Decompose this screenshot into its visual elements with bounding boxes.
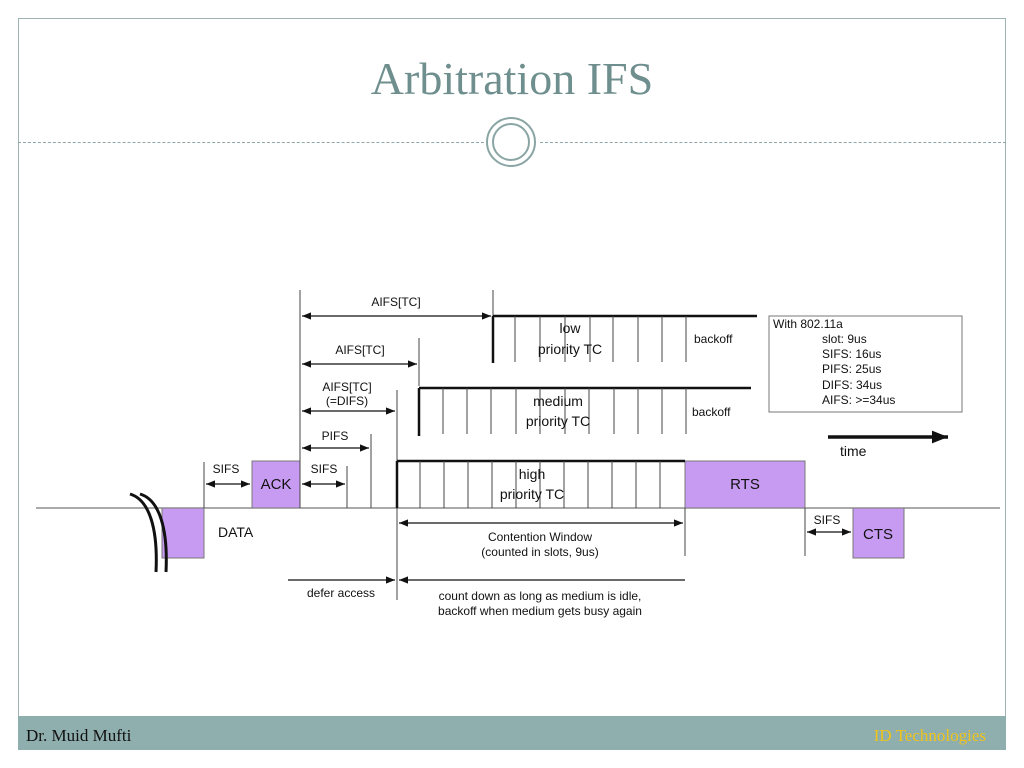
low-priority-contention: low priority TC backoff: [491, 314, 757, 363]
rts-frame-label: RTS: [730, 476, 760, 493]
ack-frame: [251, 460, 301, 509]
title-separator-right: [540, 142, 1006, 143]
sifs-label-ack: SIFS: [311, 462, 338, 476]
sifs-label-rts-cts: SIFS: [814, 513, 841, 527]
data-frame-label: DATA: [218, 524, 254, 540]
countdown-sub-label: backoff when medium gets busy again: [438, 604, 642, 618]
svg-text:AIFS: >=34us: AIFS: >=34us: [822, 393, 895, 407]
svg-text:DIFS: 34us: DIFS: 34us: [822, 378, 882, 392]
svg-text:low: low: [559, 320, 581, 336]
footer-company: ID Technologies: [873, 726, 986, 745]
aifs-low-label: AIFS[TC]: [371, 295, 420, 309]
cts-frame: [852, 507, 905, 559]
slide-footer: Dr. Muid Mufti ID Technologies: [18, 716, 1006, 750]
aifs-high-difs-label: (=DIFS): [326, 394, 368, 408]
svg-text:backoff: backoff: [692, 405, 731, 419]
interval-arrows: [206, 312, 851, 584]
data-frame: [161, 507, 205, 559]
svg-text:backoff: backoff: [694, 332, 733, 346]
parameters-box: With 802.11a slot: 9us SIFS: 16us PIFS: …: [768, 315, 963, 413]
sifs-label-data-ack: SIFS: [213, 462, 240, 476]
svg-text:priority TC: priority TC: [538, 341, 602, 357]
aifs-high-label: AIFS[TC]: [322, 380, 371, 394]
title-separator-left: [18, 142, 484, 143]
svg-text:medium: medium: [533, 393, 583, 409]
cts-frame-label: CTS: [863, 526, 893, 543]
high-priority-contention: high priority TC: [395, 459, 685, 508]
aifs-medium-label: AIFS[TC]: [335, 343, 384, 357]
pifs-label: PIFS: [322, 429, 349, 443]
svg-text:priority TC: priority TC: [526, 413, 590, 429]
time-label: time: [840, 443, 867, 459]
slide-title: Arbitration IFS: [370, 53, 654, 104]
rts-frame: [684, 460, 806, 509]
title-ring-ornament: [486, 117, 536, 167]
svg-text:slot: 9us: slot: 9us: [822, 332, 867, 346]
footer-author: Dr. Muid Mufti: [26, 726, 132, 745]
medium-priority-contention: medium priority TC backoff: [417, 386, 751, 436]
ack-frame-label: ACK: [261, 476, 292, 493]
svg-text:With 802.11a: With 802.11a: [773, 317, 843, 331]
svg-text:PIFS: 25us: PIFS: 25us: [822, 362, 881, 376]
countdown-label: count down as long as medium is idle,: [439, 589, 642, 603]
contention-window-label: Contention Window: [488, 530, 592, 544]
defer-access-label: defer access: [307, 586, 375, 600]
data-frame-break-marks: [129, 492, 168, 573]
svg-text:SIFS: 16us: SIFS: 16us: [822, 347, 881, 361]
svg-text:priority TC: priority TC: [500, 486, 564, 502]
contention-window-sub-label: (counted in slots, 9us): [481, 545, 598, 559]
svg-text:high: high: [519, 466, 545, 482]
